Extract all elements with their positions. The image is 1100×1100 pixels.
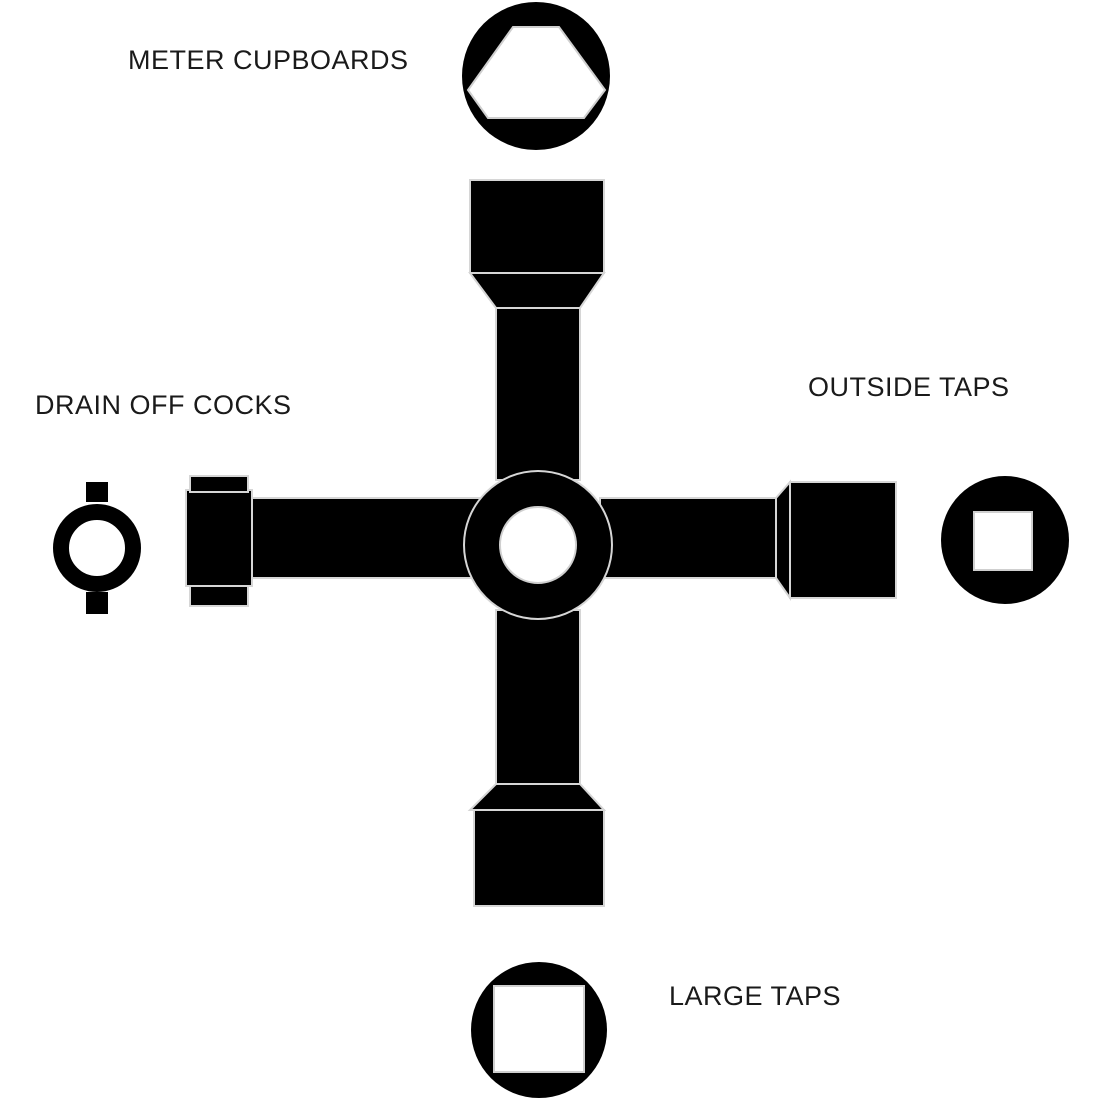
label-meter-cupboards: METER CUPBOARDS — [128, 45, 409, 75]
label-large-taps: LARGE TAPS — [669, 981, 841, 1011]
meter-cupboards-profile — [462, 2, 610, 150]
top-arm-shaft — [495, 304, 581, 481]
center-hole — [499, 506, 577, 584]
left-arm-bottom-tab — [189, 585, 249, 607]
bottom-arm-taper — [467, 783, 607, 811]
right-arm-shaft — [599, 497, 777, 579]
drain-off-cocks-profile — [53, 482, 141, 614]
large-square-socket-icon — [493, 985, 585, 1073]
bottom-arm-socket — [473, 809, 605, 907]
small-square-socket-icon — [973, 511, 1033, 571]
outside-taps-profile — [941, 476, 1069, 604]
drain-off-cocks-ring — [53, 504, 141, 592]
left-arm-shaft — [249, 497, 481, 579]
top-arm-socket — [469, 179, 605, 274]
key-body — [185, 179, 897, 907]
label-drain-off-cocks: DRAIN OFF COCKS — [35, 390, 292, 420]
left-arm-top-tab — [189, 475, 249, 493]
bottom-arm-shaft — [495, 609, 581, 789]
label-outside-taps: OUTSIDE TAPS — [808, 372, 1010, 402]
top-arm-taper — [468, 272, 606, 309]
drain-tab-bottom — [86, 592, 108, 614]
right-arm-socket — [789, 481, 897, 599]
drain-tab-top — [86, 482, 108, 502]
triangle-socket-icon — [466, 26, 607, 119]
right-arm-taper — [775, 479, 791, 602]
left-arm-socket — [185, 489, 253, 587]
large-taps-profile — [471, 962, 607, 1098]
